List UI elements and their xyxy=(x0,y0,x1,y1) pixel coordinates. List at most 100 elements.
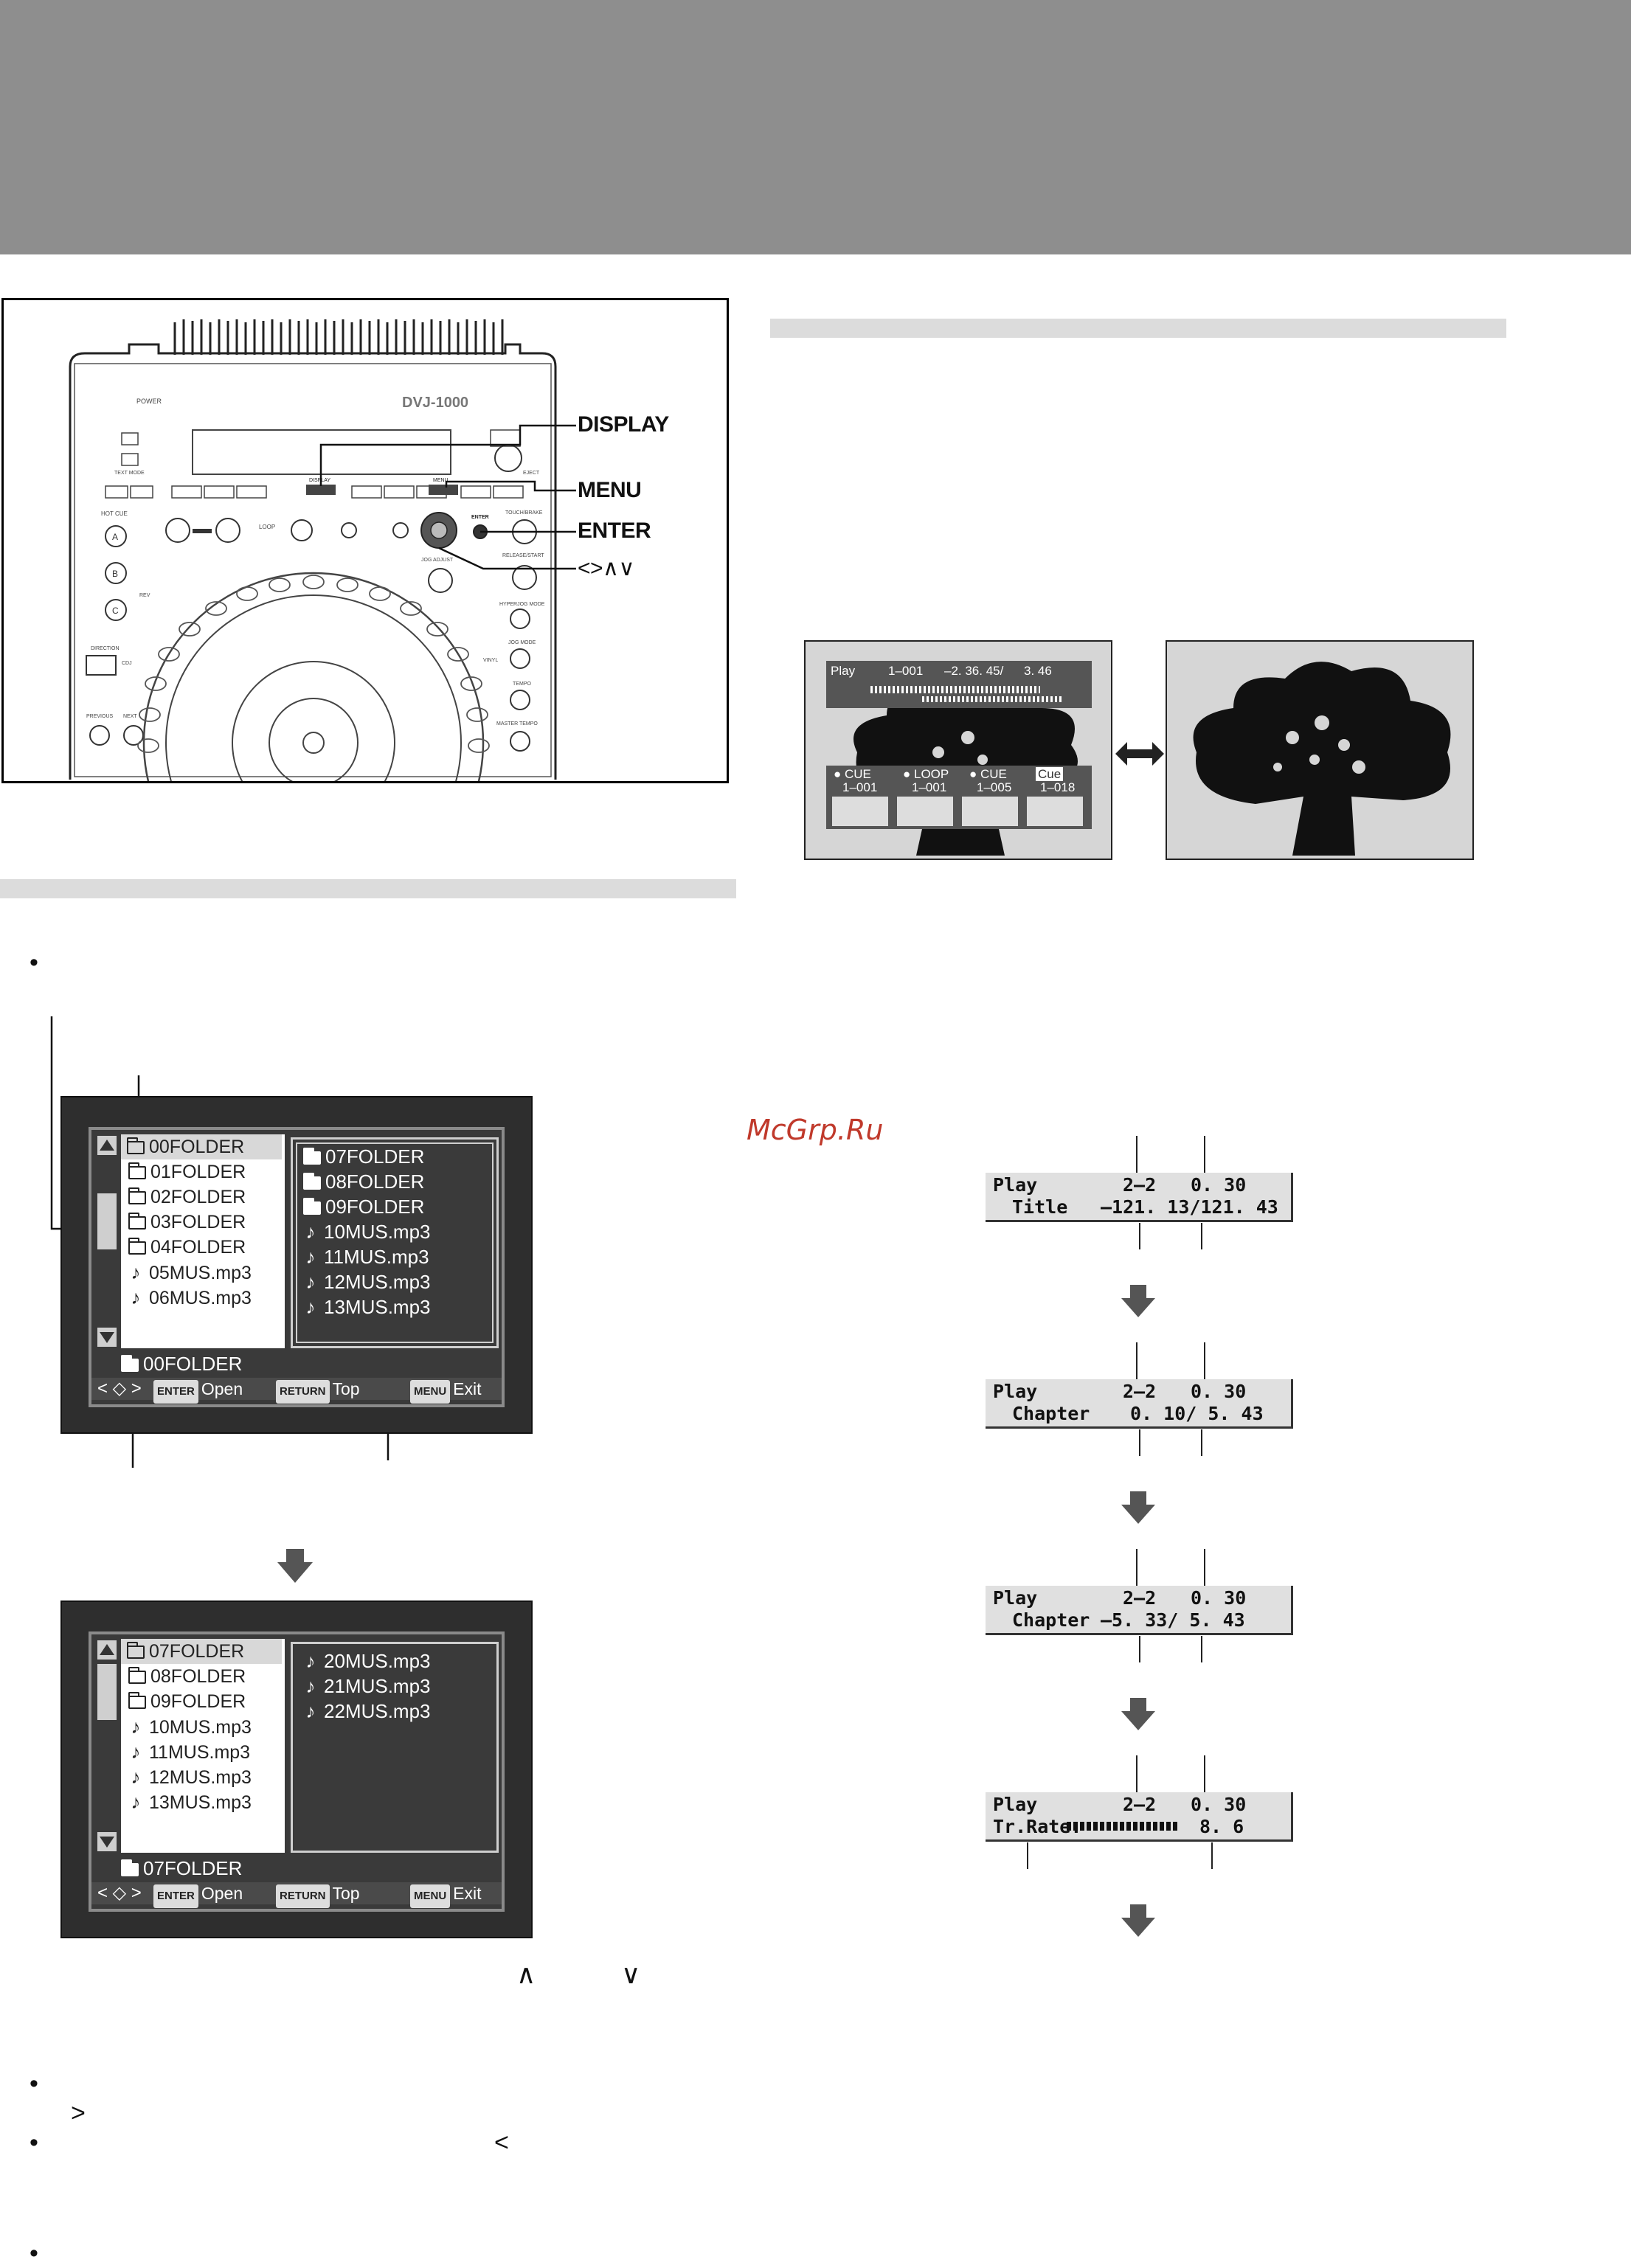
svg-text:EJECT: EJECT xyxy=(523,471,540,476)
lcd-line2-value: –5. 33/ 5. 43 xyxy=(1101,1609,1245,1631)
music-note-icon: ♪ xyxy=(305,1221,316,1243)
list-item[interactable]: ♪12MUS.mp3 xyxy=(128,1764,252,1789)
callout-enter: ENTER xyxy=(578,519,651,543)
svg-text:TOUCH/BRAKE: TOUCH/BRAKE xyxy=(505,510,543,516)
list-item[interactable]: 00FOLDER xyxy=(121,1134,282,1159)
list-item[interactable]: 03FOLDER xyxy=(128,1210,246,1235)
list-item[interactable]: 08FOLDER xyxy=(128,1664,246,1689)
browser-2-scrollbar[interactable] xyxy=(94,1639,120,1853)
list-item[interactable]: ♪10MUS.mp3 xyxy=(303,1219,431,1244)
music-note-icon: ♪ xyxy=(305,1246,316,1268)
bullet-2: • xyxy=(30,2070,38,2098)
svg-text:MENU: MENU xyxy=(433,478,449,483)
scroll-thumb[interactable] xyxy=(97,1664,117,1720)
power-label: POWER xyxy=(136,398,162,405)
list-item[interactable]: ♪11MUS.mp3 xyxy=(303,1244,429,1269)
section-bar-left xyxy=(0,879,736,898)
list-item[interactable]: 07FOLDER xyxy=(121,1639,282,1664)
folder-icon xyxy=(303,1173,321,1190)
display-button-icon xyxy=(306,485,336,495)
scroll-down-icon[interactable] xyxy=(97,1328,117,1347)
pointer-tick xyxy=(1136,1136,1137,1173)
svg-text:C: C xyxy=(112,606,119,616)
osd-total: 3. 46 xyxy=(1024,664,1052,678)
folder-icon xyxy=(128,1238,146,1255)
browser-screen-2: 07FOLDER 08FOLDER 09FOLDER ♪10MUS.mp3 ♪1… xyxy=(60,1601,533,1938)
list-item[interactable]: ♪06MUS.mp3 xyxy=(128,1285,252,1310)
lcd-mode: Play xyxy=(993,1587,1038,1609)
pointer-tick xyxy=(1204,1136,1205,1173)
svg-text:JOG MODE: JOG MODE xyxy=(508,640,536,645)
right-key-glyph: > xyxy=(71,2099,86,2127)
list-item[interactable]: ♪20MUS.mp3 xyxy=(303,1648,431,1674)
lcd-line2-label: Chapter xyxy=(1012,1403,1090,1424)
list-item[interactable]: ♪13MUS.mp3 xyxy=(128,1789,252,1814)
browser-2-right-list: ♪20MUS.mp3 ♪21MUS.mp3 ♪22MUS.mp3 xyxy=(291,1642,499,1853)
svg-text:VINYL: VINYL xyxy=(483,658,498,663)
folder-icon xyxy=(128,1187,146,1204)
list-item[interactable]: 01FOLDER xyxy=(128,1159,246,1185)
lcd-line2-label: Chapter xyxy=(1012,1609,1090,1631)
menu-button-icon xyxy=(429,485,458,495)
list-item[interactable]: 08FOLDER xyxy=(303,1169,424,1194)
list-item[interactable]: ♪12MUS.mp3 xyxy=(303,1269,431,1294)
svg-text:TEMPO: TEMPO xyxy=(513,682,531,687)
lcd-time: 0. 30 xyxy=(1191,1587,1247,1609)
thumbnail-tree-icon xyxy=(832,797,888,826)
lcd-track: 2–2 xyxy=(1123,1381,1157,1402)
scroll-down-icon[interactable] xyxy=(97,1832,117,1851)
list-item[interactable]: ♪05MUS.mp3 xyxy=(128,1260,252,1285)
folder-icon xyxy=(128,1692,146,1709)
cursor-keys-icon: < ◇ > xyxy=(97,1883,142,1903)
svg-text:LOOP: LOOP xyxy=(259,524,275,530)
list-item[interactable]: 04FOLDER xyxy=(128,1235,246,1260)
list-item[interactable]: ♪13MUS.mp3 xyxy=(303,1294,431,1319)
svg-text:JOG ADJUST: JOG ADJUST xyxy=(421,558,454,563)
scroll-thumb[interactable] xyxy=(97,1193,117,1249)
svg-text:TEXT MODE: TEXT MODE xyxy=(114,471,145,476)
down-arrow-icon xyxy=(1121,1491,1155,1524)
list-item[interactable]: 09FOLDER xyxy=(128,1689,246,1714)
music-note-icon: ♪ xyxy=(305,1650,316,1672)
list-item[interactable]: 07FOLDER xyxy=(303,1144,424,1169)
thumbnail-house-icon xyxy=(1027,797,1083,826)
svg-text:RELEASE/START: RELEASE/START xyxy=(502,553,544,558)
svg-text:B: B xyxy=(112,569,118,579)
list-item[interactable]: ♪22MUS.mp3 xyxy=(303,1699,431,1724)
svg-text:ENTER: ENTER xyxy=(471,515,489,520)
jog-wheel-icon xyxy=(142,572,485,781)
lcd-time: 0. 30 xyxy=(1191,1174,1247,1196)
osd-cue-bar: ● CUE 1–001 ● LOOP 1–001 ● CUE 1–005 Cue… xyxy=(826,766,1092,829)
list-item[interactable]: ♪21MUS.mp3 xyxy=(303,1674,431,1699)
scroll-up-icon[interactable] xyxy=(97,1640,117,1660)
list-item[interactable]: 02FOLDER xyxy=(128,1185,246,1210)
svg-text:NEXT: NEXT xyxy=(123,714,137,719)
music-note-icon: ♪ xyxy=(305,1271,316,1293)
pointer-tick xyxy=(1211,1842,1213,1869)
music-note-icon: ♪ xyxy=(131,1716,141,1738)
browser-1-scrollbar[interactable] xyxy=(94,1134,120,1348)
folder-icon xyxy=(128,1667,146,1684)
list-item[interactable]: ♪11MUS.mp3 xyxy=(128,1739,251,1764)
list-item[interactable]: ♪10MUS.mp3 xyxy=(128,1714,252,1739)
browser-1-left-list: 00FOLDER 01FOLDER 02FOLDER 03FOLDER 04FO… xyxy=(121,1134,285,1348)
list-item[interactable]: 09FOLDER xyxy=(303,1194,424,1219)
browser-1-panel: 00FOLDER 01FOLDER 02FOLDER 03FOLDER 04FO… xyxy=(89,1127,505,1407)
watermark: McGrp.Ru xyxy=(747,1114,884,1146)
scroll-up-icon[interactable] xyxy=(97,1136,117,1155)
osd-wave-top xyxy=(870,686,1040,693)
svg-text:DIRECTION: DIRECTION xyxy=(91,646,120,651)
browser-2-left-list: 07FOLDER 08FOLDER 09FOLDER ♪10MUS.mp3 ♪1… xyxy=(121,1639,285,1853)
osd-time: –2. 36. 45/ xyxy=(944,664,1004,678)
tv-screen-no-osd xyxy=(1166,640,1474,860)
music-note-icon: ♪ xyxy=(131,1261,141,1283)
cursor-keys-icon: < ◇ > xyxy=(97,1379,142,1398)
osd-cue-a: ● CUE xyxy=(834,767,871,781)
section-bar-right xyxy=(770,319,1506,338)
svg-text:A: A xyxy=(112,532,118,542)
